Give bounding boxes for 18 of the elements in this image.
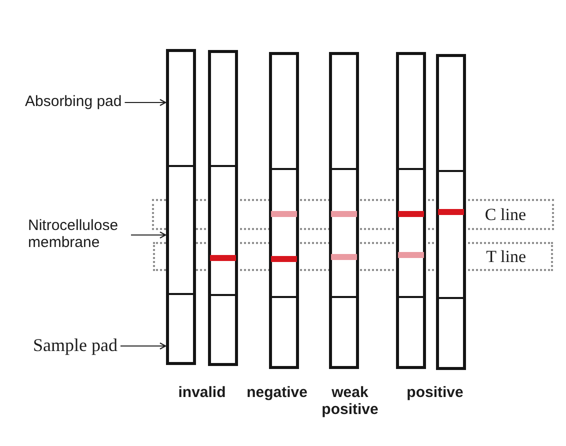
test-strip bbox=[208, 50, 238, 366]
result-label: positive bbox=[406, 384, 464, 401]
test-strip bbox=[396, 52, 426, 369]
part-label: Absorbing pad bbox=[25, 93, 122, 110]
result-label: negative bbox=[246, 384, 308, 401]
zone-label: C line bbox=[484, 204, 526, 224]
test-strip bbox=[269, 52, 299, 369]
part-label: Nitrocellulose membrane bbox=[28, 217, 128, 251]
test-strip bbox=[166, 49, 196, 365]
test-strip bbox=[329, 52, 359, 369]
leader-arrow bbox=[131, 231, 166, 239]
zone-label: T line bbox=[486, 246, 526, 266]
part-label: Sample pad bbox=[33, 335, 118, 355]
leader-arrow bbox=[120, 342, 166, 350]
leader-arrow bbox=[124, 98, 166, 106]
test-strip bbox=[436, 54, 466, 370]
result-label: weak positive bbox=[320, 384, 380, 418]
result-label: invalid bbox=[177, 384, 227, 401]
